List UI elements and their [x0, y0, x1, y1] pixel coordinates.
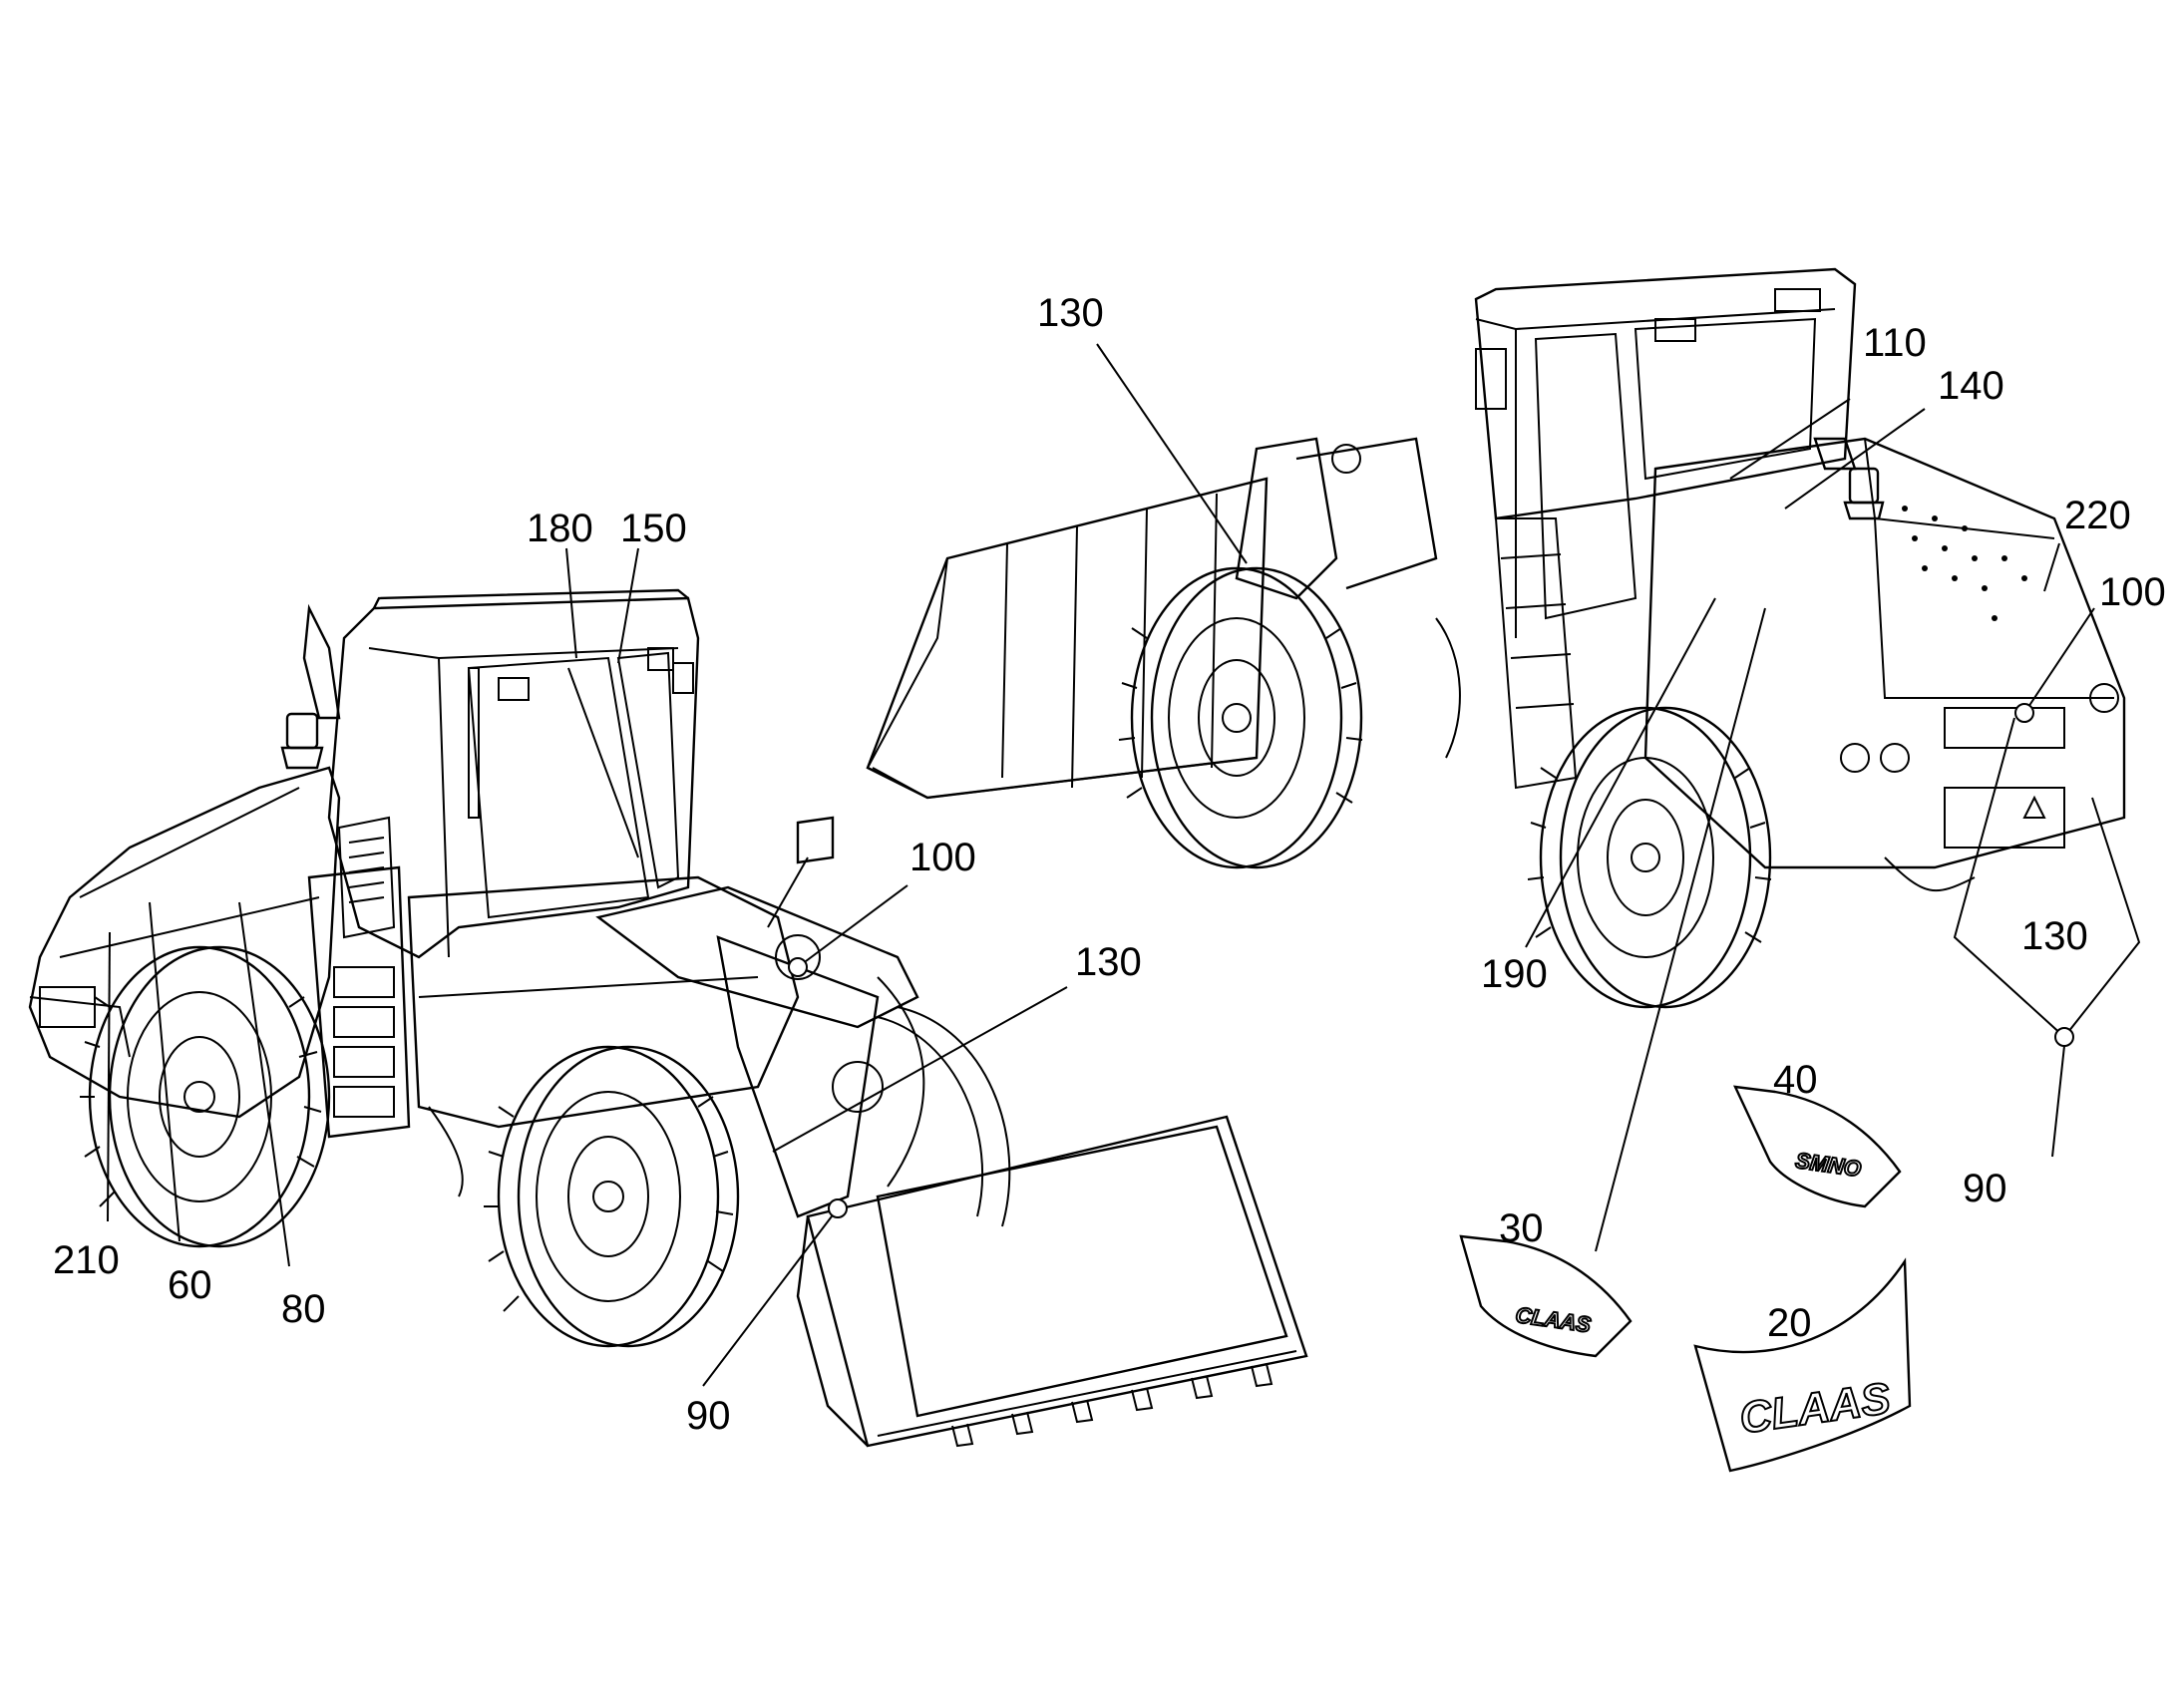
front-wheel-right: [1118, 566, 1363, 869]
rear-wheel-left: [80, 945, 331, 1248]
callout-40: 40: [1773, 1058, 1818, 1102]
callout-140: 140: [1938, 364, 2004, 408]
callout-130-right-top: 130: [1037, 291, 1104, 335]
leader-lines: [107, 343, 2141, 1387]
callout-90-right: 90: [1963, 1167, 2007, 1210]
callout-190: 190: [1481, 952, 1548, 996]
callout-150: 150: [620, 507, 687, 550]
decal-40-logo: SMNO: [1794, 1148, 1863, 1182]
callout-110: 110: [1863, 321, 1927, 365]
wheel-loader-front-view: [28, 588, 1308, 1448]
front-wheel-left: [484, 1045, 740, 1348]
decal-30-logo: CLAAS: [1514, 1302, 1593, 1337]
wheel-loader-rear-view: [866, 267, 2126, 1009]
decal-20-logo: CLAAS: [1736, 1374, 1893, 1444]
callout-30: 30: [1499, 1206, 1544, 1250]
callout-60: 60: [168, 1263, 212, 1307]
callout-130-left: 130: [1075, 940, 1142, 984]
callout-210: 210: [53, 1238, 120, 1282]
callout-100-left: 100: [909, 836, 976, 879]
callout-130-right: 130: [2021, 914, 2088, 958]
decal-40: SMNO: [1732, 1085, 1902, 1208]
callout-180: 180: [527, 507, 593, 550]
callout-100-right: 100: [2099, 570, 2166, 614]
callout-80: 80: [281, 1287, 326, 1331]
callout-20: 20: [1767, 1301, 1812, 1345]
callout-220: 220: [2064, 494, 2131, 537]
decal-30: CLAAS: [1459, 1234, 1633, 1358]
callout-labels: 180 150 100 130 210 60 80 90 130 110 140…: [53, 291, 2166, 1438]
decal-20: CLAAS: [1693, 1257, 1912, 1473]
rear-wheel-right: [1527, 706, 1772, 1009]
callout-90-left: 90: [686, 1394, 731, 1438]
